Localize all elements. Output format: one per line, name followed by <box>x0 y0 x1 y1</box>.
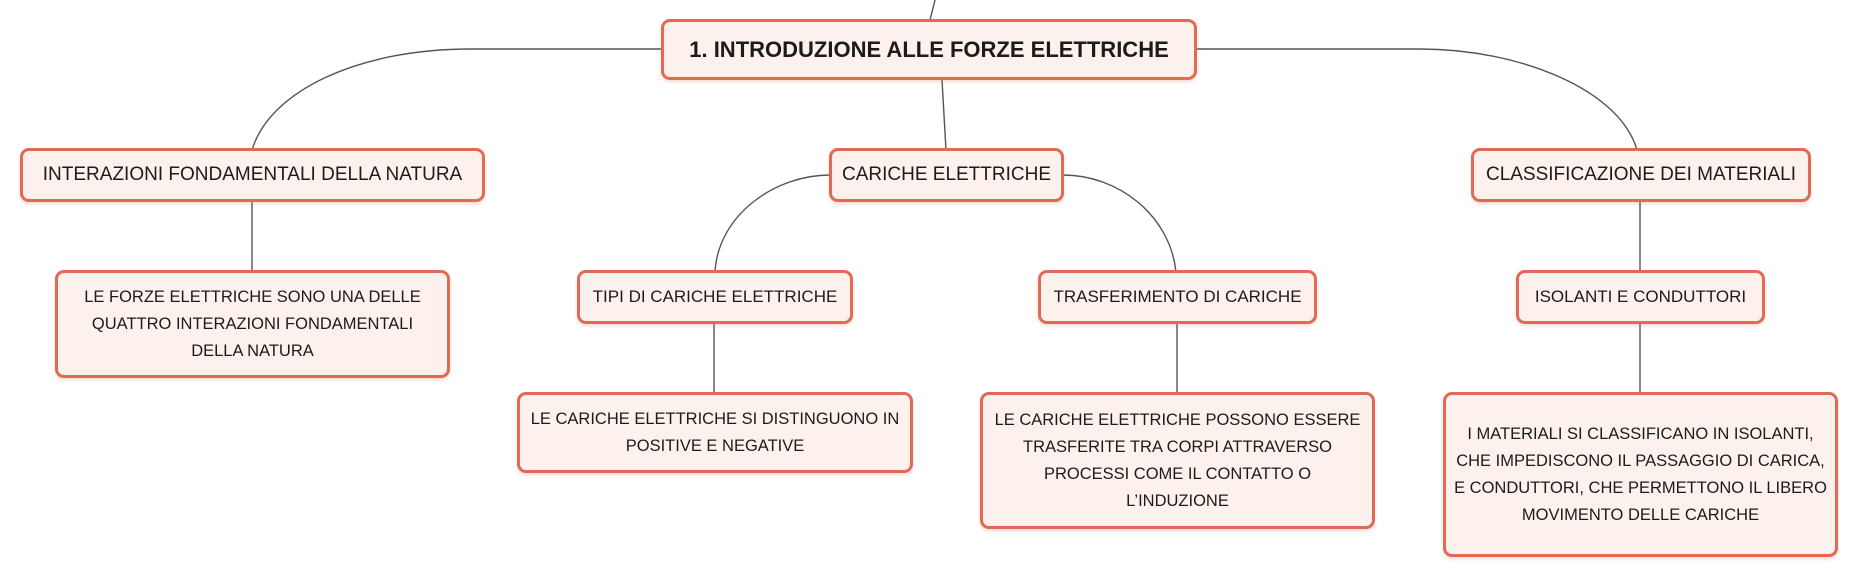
topic-interazioni-fondamentali[interactable]: INTERAZIONI FONDAMENTALI DELLA NATURA <box>20 148 485 202</box>
subtopic-tipi-di-cariche[interactable]: TIPI DI CARICHE ELETTRICHE <box>577 270 853 324</box>
subtopic-trasferimento-label: TRASFERIMENTO DI CARICHE <box>1053 287 1302 306</box>
connector-parent-to-root <box>929 0 936 21</box>
connector-root-to-classificazione <box>1196 48 1638 151</box>
note-isolanti-conduttori[interactable]: I MATERIALI SI CLASSIFICANO IN ISOLANTI,… <box>1443 392 1838 557</box>
subtopic-trasferimento-cariche[interactable]: TRASFERIMENTO DI CARICHE <box>1038 270 1317 324</box>
topic-classificazione-label: CLASSIFICAZIONE DEI MATERIALI <box>1485 164 1797 185</box>
subtopic-isolanti-conduttori[interactable]: ISOLANTI E CONDUTTORI <box>1516 270 1765 324</box>
note-positive-negative[interactable]: LE CARICHE ELETTRICHE SI DISTINGUONO IN … <box>517 392 913 473</box>
note-forze-elettriche-text: LE FORZE ELETTRICHE SONO UNA DELLE QUATT… <box>84 287 421 360</box>
root-topic-node[interactable]: 1. INTRODUZIONE ALLE FORZE ELETTRICHE <box>661 19 1197 80</box>
topic-cariche-elettriche[interactable]: CARICHE ELETTRICHE <box>829 148 1064 202</box>
connector-cariche-to-trasferimento <box>1062 174 1177 273</box>
subtopic-tipi-label: TIPI DI CARICHE ELETTRICHE <box>592 287 838 306</box>
topic-classificazione-materiali[interactable]: CLASSIFICAZIONE DEI MATERIALI <box>1471 148 1811 202</box>
connector-root-to-cariche <box>941 79 947 151</box>
note-trasferimento-processi[interactable]: LE CARICHE ELETTRICHE POSSONO ESSERE TRA… <box>980 392 1375 529</box>
topic-cariche-label: CARICHE ELETTRICHE <box>841 164 1052 185</box>
topic-interazioni-label: INTERAZIONI FONDAMENTALI DELLA NATURA <box>42 164 463 185</box>
note-forze-elettriche[interactable]: LE FORZE ELETTRICHE SONO UNA DELLE QUATT… <box>55 270 450 378</box>
note-isolanti-conduttori-text: I MATERIALI SI CLASSIFICANO IN ISOLANTI,… <box>1454 424 1827 524</box>
note-trasferimento-processi-text: LE CARICHE ELETTRICHE POSSONO ESSERE TRA… <box>994 410 1361 510</box>
note-positive-negative-text: LE CARICHE ELETTRICHE SI DISTINGUONO IN … <box>530 409 900 455</box>
subtopic-isolanti-label: ISOLANTI E CONDUTTORI <box>1534 287 1747 306</box>
connector-root-to-interazioni <box>251 48 662 151</box>
root-topic-label: 1. INTRODUZIONE ALLE FORZE ELETTRICHE <box>689 36 1169 62</box>
connector-cariche-to-tipi <box>714 174 831 273</box>
